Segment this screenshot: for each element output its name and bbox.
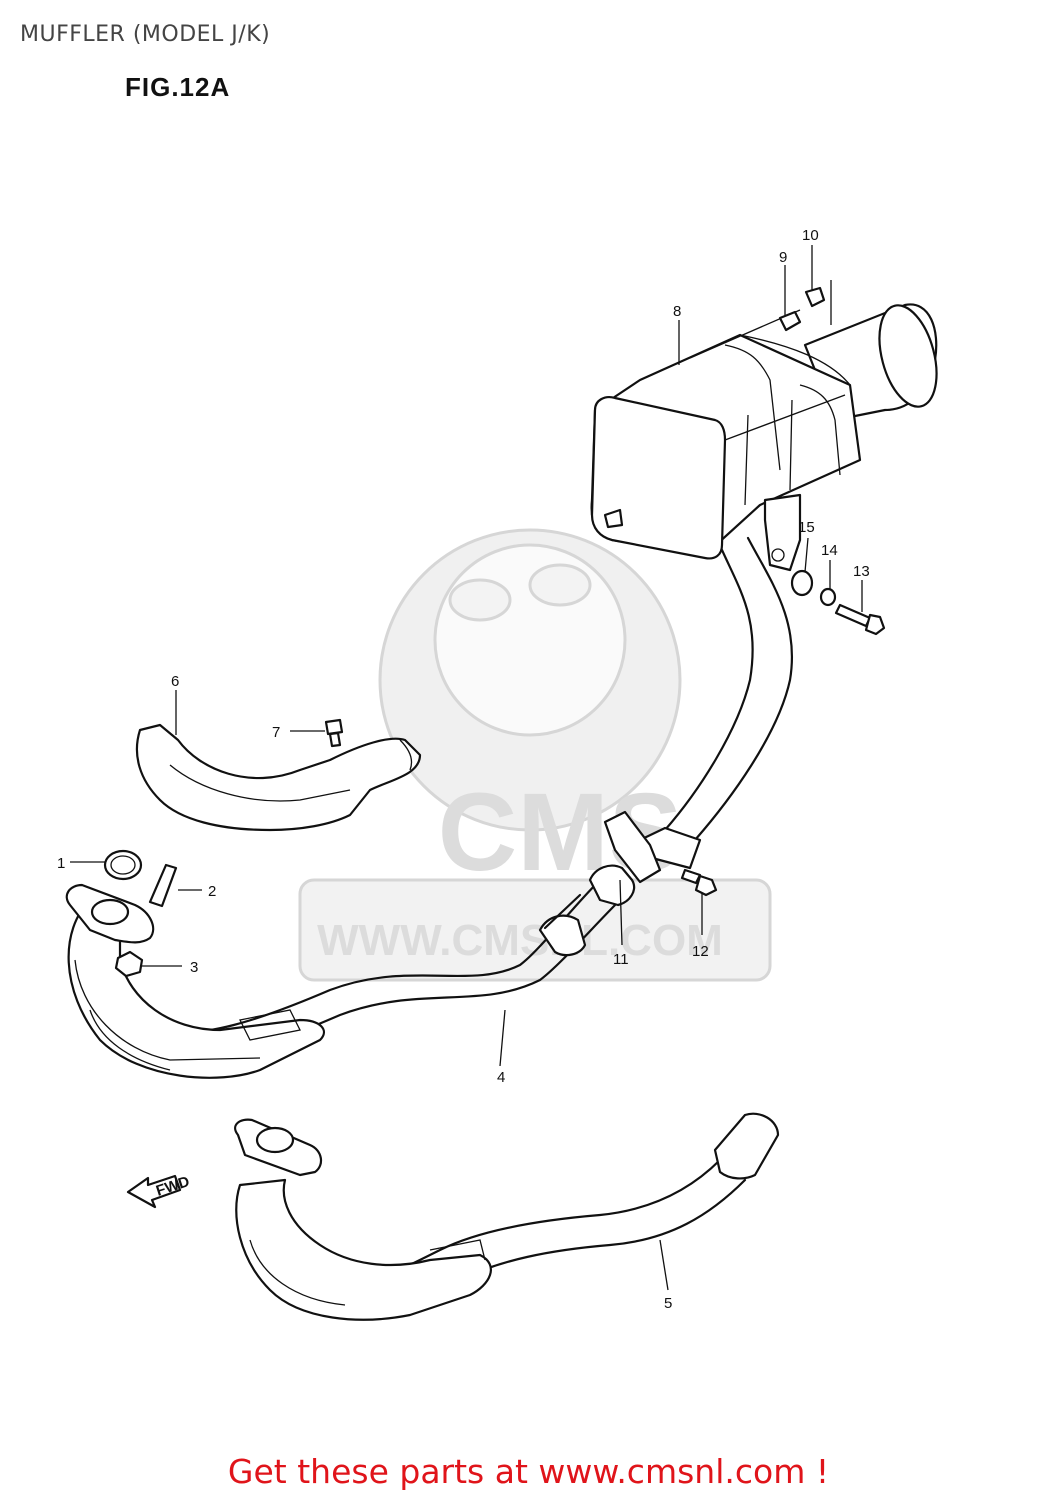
- figure-label: FIG.12A: [125, 72, 231, 102]
- fwd-label: FWD: [154, 1173, 192, 1200]
- callout-numbers: 1 2 3 4 5 6 7 8 9 10 11 12 13 14 15: [57, 227, 870, 1312]
- callout-7: 7: [272, 724, 280, 741]
- callout-14: 14: [821, 542, 838, 559]
- callout-1: 1: [57, 855, 65, 872]
- callout-4: 4: [497, 1069, 505, 1086]
- callout-15: 15: [798, 519, 815, 536]
- part-heat-shield: [135, 718, 422, 832]
- cms-watermark: CMS WWW.CMSNL.COM: [298, 528, 772, 982]
- callout-2: 2: [208, 883, 216, 900]
- callout-8: 8: [673, 303, 681, 320]
- part-exhaust-pipe-rear: [234, 1112, 780, 1321]
- page-title: MUFFLER (MODEL J/K): [20, 22, 271, 47]
- callout-6: 6: [171, 673, 179, 690]
- watermark-url-text: WWW.CMSNL.COM: [317, 916, 723, 965]
- part-exhaust-pipe-front: [65, 536, 794, 1079]
- fwd-direction-arrow: FWD: [126, 1173, 192, 1209]
- callout-12: 12: [692, 943, 709, 960]
- get-parts-link[interactable]: Get these parts at www.cmsnl.com !: [227, 1452, 830, 1491]
- part-muffler: [590, 286, 938, 572]
- callout-13: 13: [853, 563, 870, 580]
- callout-leaders: [70, 245, 863, 1291]
- callout-3: 3: [190, 959, 198, 976]
- callout-5: 5: [664, 1295, 672, 1312]
- callout-10: 10: [802, 227, 819, 244]
- callout-9: 9: [779, 249, 787, 266]
- callout-11: 11: [613, 951, 629, 968]
- part-joint-clamp: [538, 569, 886, 957]
